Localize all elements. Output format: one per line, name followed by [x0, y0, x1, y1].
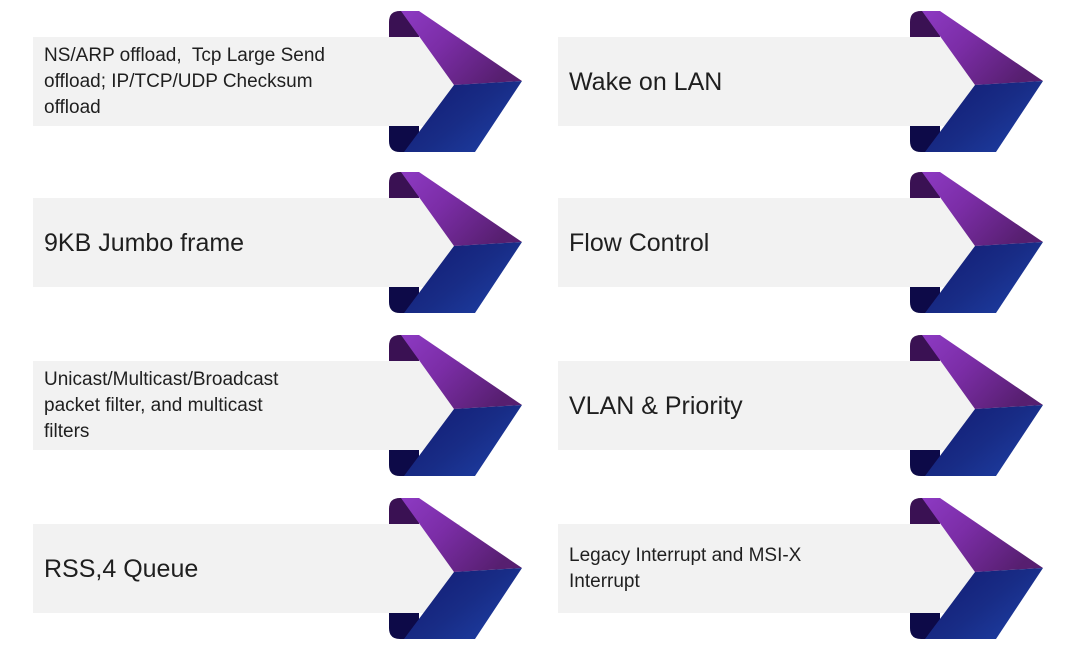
feature-item-jumbo-frame: 9KB Jumbo frame [33, 170, 525, 315]
feature-item-vlan-priority: VLAN & Priority [558, 333, 1046, 478]
feature-item-offloads: NS/ARP offload, Tcp Large Send offload; … [33, 9, 525, 154]
chevron-arrow-icon [922, 498, 1043, 639]
chevron-arrow-icon [401, 172, 522, 313]
feature-text: NS/ARP offload, Tcp Large Send offload; … [44, 44, 325, 118]
feature-text: VLAN & Priority [569, 391, 743, 420]
chevron-arrow-icon [922, 11, 1043, 152]
feature-item-flow-control: Flow Control [558, 170, 1046, 315]
chevron-arrow-icon [922, 172, 1043, 313]
feature-text: Flow Control [569, 228, 710, 257]
feature-item-interrupts: Legacy Interrupt and MSI-X Interrupt [558, 496, 1046, 641]
feature-text: Unicast/Multicast/Broadcast packet filte… [44, 368, 279, 442]
feature-label-bar: 9KB Jumbo frame [33, 198, 460, 287]
feature-item-wake-on-lan: Wake on LAN [558, 9, 1046, 154]
feature-item-rss-queue: RSS,4 Queue [33, 496, 525, 641]
chevron-arrow-icon [401, 498, 522, 639]
feature-label-bar: Flow Control [558, 198, 978, 287]
chevron-arrow-icon [922, 335, 1043, 476]
feature-text: Wake on LAN [569, 67, 723, 96]
feature-label-bar: RSS,4 Queue [33, 524, 460, 613]
feature-text: 9KB Jumbo frame [44, 228, 245, 257]
feature-text: RSS,4 Queue [44, 554, 199, 583]
feature-label-bar: NS/ARP offload, Tcp Large Send offload; … [33, 37, 460, 126]
feature-label-bar: Unicast/Multicast/Broadcast packet filte… [33, 361, 460, 450]
feature-text: Legacy Interrupt and MSI-X Interrupt [569, 544, 802, 592]
feature-label-bar: Legacy Interrupt and MSI-X Interrupt [558, 524, 978, 613]
chevron-arrow-icon [401, 335, 522, 476]
feature-label-bar: Wake on LAN [558, 37, 978, 126]
chevron-arrow-icon [401, 11, 522, 152]
feature-item-packet-filter: Unicast/Multicast/Broadcast packet filte… [33, 333, 525, 478]
feature-label-bar: VLAN & Priority [558, 361, 978, 450]
